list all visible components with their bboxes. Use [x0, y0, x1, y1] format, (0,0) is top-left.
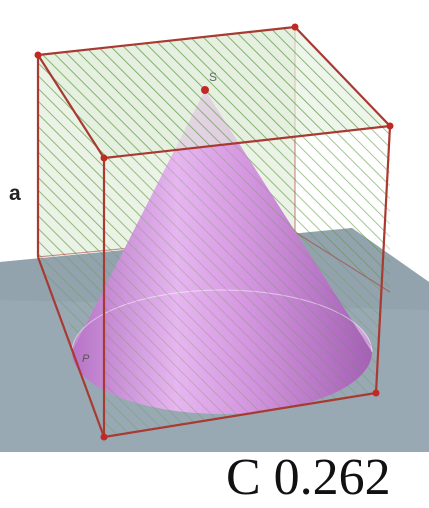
dot-icon [386, 122, 394, 130]
edge-label-a: a [9, 182, 21, 205]
dot-icon [100, 154, 108, 162]
geometry-figure: S P [0, 23, 429, 452]
cube-front-face [38, 27, 390, 437]
dot-icon [34, 51, 42, 59]
footer-caption: C 0.262 [226, 449, 391, 506]
dot-icon [372, 389, 380, 397]
dot-icon [100, 433, 108, 441]
cube-edges [36, 25, 392, 439]
base-point-label: P [82, 353, 90, 365]
dot-icon [291, 23, 299, 31]
apex-label: S [209, 70, 217, 84]
dot-icon [201, 86, 209, 94]
cube-vertices [34, 23, 394, 441]
